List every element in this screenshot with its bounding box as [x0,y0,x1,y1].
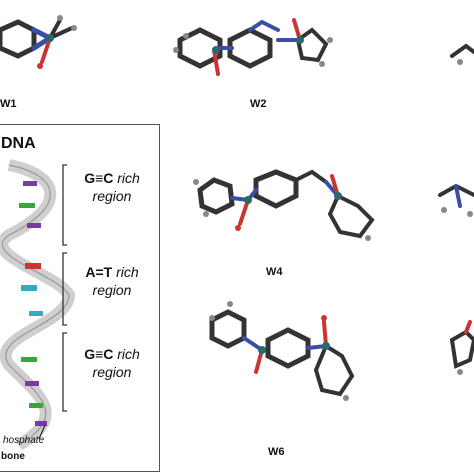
backbone-label: bone [1,451,25,462]
region-at-region: region [92,282,132,298]
dna-helix [0,159,76,451]
region-gc-bottom: G≡C rich region [81,345,143,381]
label-w2: W2 [250,98,267,110]
molecule-w2 [173,18,333,76]
phosphate-label: hosphate [3,435,45,446]
region-gc-bottom-region: region [92,364,132,380]
region-gc-top-region: region [92,188,132,204]
region-gc-top-rich: rich [117,170,140,186]
label-w6: W6 [268,446,285,458]
region-at: A=T rich region [81,263,143,299]
molecule-w6 [209,301,355,401]
region-gc-bottom-rich: rich [117,346,140,362]
label-w4: W4 [266,266,283,278]
molecule-w1 [0,15,77,69]
dna-panel-title: DNA [1,135,36,152]
region-at-base: A=T [85,264,113,280]
region-gc-top: G≡C rich region [81,169,143,205]
molecule-w4 [193,169,375,241]
molecule-fragments-right [438,43,474,375]
region-at-rich: rich [116,264,139,280]
label-w1: W1 [0,98,17,110]
dna-panel: DNA G≡C rich region A=T rich region G≡C … [0,124,160,472]
region-gc-bottom-base: G≡C [84,346,114,362]
region-gc-top-base: G≡C [84,170,114,186]
